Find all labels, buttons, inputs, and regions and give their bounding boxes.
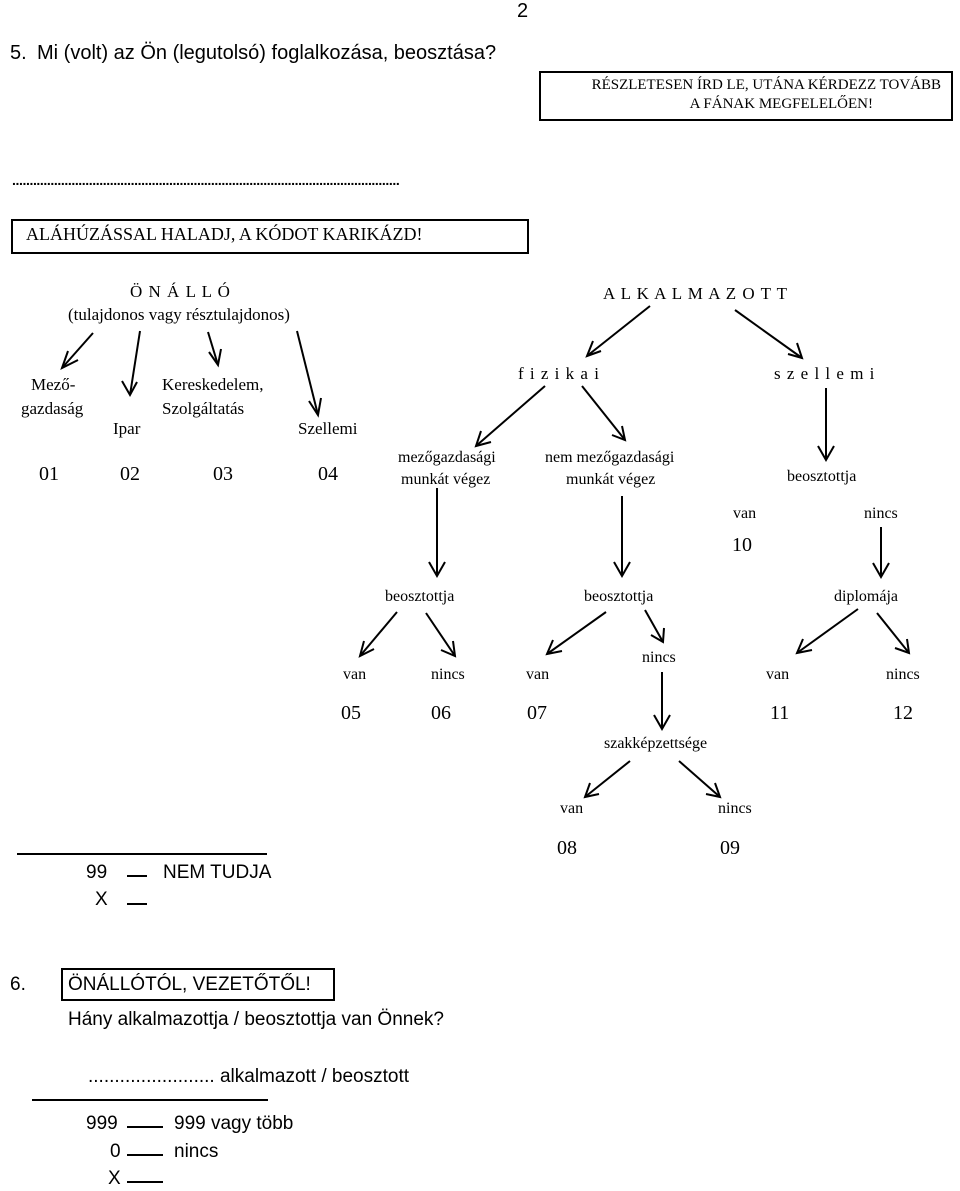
code-x[interactable]: X — [95, 889, 108, 910]
beosztottja-szellemi-label: beosztottja — [787, 468, 857, 485]
question-6-number: 6. — [10, 974, 26, 995]
code-01[interactable]: 01 — [39, 463, 59, 485]
code-02[interactable]: 02 — [120, 463, 140, 485]
van-szak-label: van — [560, 800, 584, 817]
van-nem-mezo-label: van — [526, 666, 550, 683]
dash — [127, 1126, 163, 1128]
question-5-text: Mi (volt) az Ön (legutolsó) foglalkozása… — [37, 42, 497, 64]
instruction-box — [539, 71, 953, 121]
label-999: 999 vagy több — [174, 1113, 294, 1134]
nincs-szellemi-label: nincs — [864, 505, 898, 522]
code-0[interactable]: 0 — [110, 1141, 121, 1162]
q6-answer-line[interactable]: ........................ alkalmazott / b… — [88, 1066, 410, 1087]
code-12[interactable]: 12 — [893, 702, 913, 724]
nem-mezogazdasagi-label-1: nem mezőgazdasági — [545, 449, 675, 466]
label-0: nincs — [174, 1141, 219, 1162]
separator-line — [32, 1099, 268, 1101]
code-x-q6[interactable]: X — [108, 1168, 121, 1189]
underline-instruction-box — [11, 219, 529, 254]
underline-instruction: ALÁHÚZÁSSAL HALADJ, A KÓDOT KARIKÁZD! — [26, 224, 423, 244]
code-09[interactable]: 09 — [720, 837, 740, 859]
beosztottja-mezo-label: beosztottja — [385, 588, 455, 605]
code-05[interactable]: 05 — [341, 702, 361, 724]
question-5-number: 5. — [10, 42, 27, 64]
van-mezo-label: van — [343, 666, 367, 683]
dash — [127, 903, 147, 905]
fizikai-label: f i z i k a i — [518, 364, 600, 383]
nem-mezogazdasagi-label-2: munkát végez — [566, 471, 656, 488]
ipar-label: Ipar — [113, 419, 141, 438]
mezogazdasag-label-1: Mező- — [31, 375, 76, 394]
code-10[interactable]: 10 — [732, 534, 752, 556]
code-999[interactable]: 999 — [86, 1113, 118, 1134]
answer-line[interactable]: ........................................… — [12, 172, 400, 188]
dash — [127, 1154, 163, 1156]
mezogazdasagi-munka-label-2: munkát végez — [401, 471, 491, 488]
code-07[interactable]: 07 — [527, 702, 547, 724]
dash — [127, 875, 147, 877]
nincs-szak-label: nincs — [718, 800, 752, 817]
code-03[interactable]: 03 — [213, 463, 233, 485]
onallo-label: Ö N Á L L Ó — [130, 282, 231, 301]
kereskedelem-label: Kereskedelem, — [162, 375, 264, 394]
alkalmazott-label: A L K A L M A Z O T T — [603, 284, 789, 303]
nincs-mezo-label: nincs — [431, 666, 465, 683]
dash — [127, 1181, 163, 1183]
code-99[interactable]: 99 — [86, 862, 108, 883]
nincs-diploma-label: nincs — [886, 666, 920, 683]
mezogazdasagi-munka-label-1: mezőgazdasági — [398, 449, 496, 466]
van-diploma-label: van — [766, 666, 790, 683]
diplomaja-label: diplomája — [834, 588, 898, 605]
code-04[interactable]: 04 — [318, 463, 338, 485]
szellemi-onallo-label: Szellemi — [298, 419, 358, 438]
instruction-line-2: A FÁNAK MEGFELELŐEN! — [689, 96, 873, 112]
separator-line — [17, 853, 267, 855]
szolgaltatas-label: Szolgáltatás — [162, 399, 245, 418]
szellemi-label: s z e l l e m i — [774, 364, 876, 383]
page-number: 2 — [517, 0, 529, 22]
mezogazdasag-label-2: gazdaság — [21, 399, 84, 418]
question-6-text: Hány alkalmazottja / beosztottja van Önn… — [68, 1009, 444, 1030]
code-06[interactable]: 06 — [431, 702, 451, 724]
nem-tudja-label: NEM TUDJA — [163, 862, 272, 883]
szakkepzettsege-label: szakképzettsége — [604, 735, 708, 752]
van-szellemi-label: van — [733, 505, 757, 522]
q6-instruction: ÖNÁLLÓTÓL, VEZETŐTŐL! — [68, 974, 311, 995]
code-11[interactable]: 11 — [770, 702, 790, 724]
nincs-nem-mezo-label: nincs — [642, 649, 676, 666]
beosztottja-nem-mezo-label: beosztottja — [584, 588, 654, 605]
q6-instruction-box — [61, 968, 335, 1001]
code-08[interactable]: 08 — [557, 837, 577, 859]
onallo-sublabel: (tulajdonos vagy résztulajdonos) — [68, 305, 290, 324]
instruction-line-1: RÉSZLETESEN ÍRD LE, UTÁNA KÉRDEZZ TOVÁBB — [591, 77, 941, 93]
